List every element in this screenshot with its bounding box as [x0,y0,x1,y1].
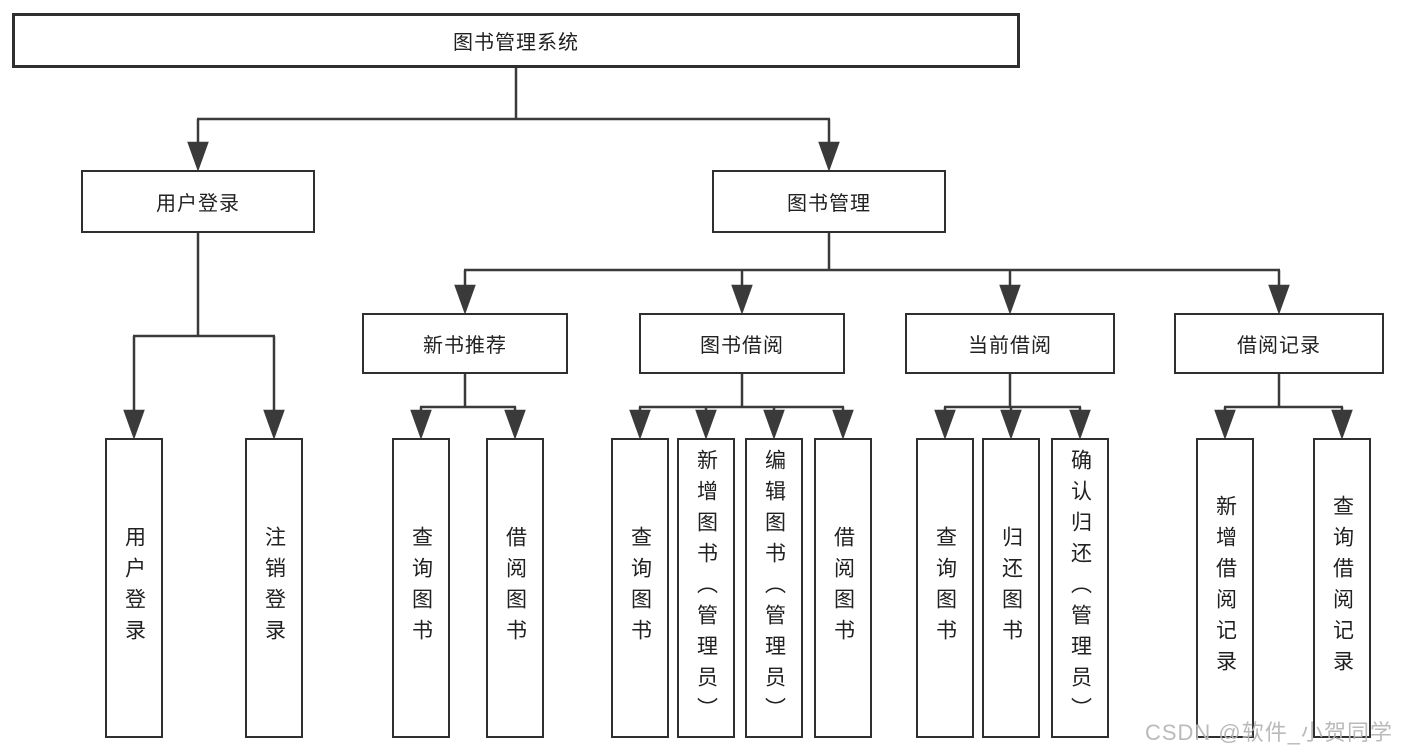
csdn-watermark: CSDN @软件_小贺同学 [1144,720,1393,745]
arrowhead-icon [454,284,476,315]
node-user-login: 用户登录 [81,170,315,233]
node-label: 借阅记录 [1237,335,1321,357]
arrowhead-icon [832,409,854,440]
arrowhead-icon [187,141,209,172]
arrowhead-icon [1331,409,1353,440]
node-label: 用户登录 [156,193,240,215]
node-label: 当前借阅 [968,335,1052,357]
node-new-book-recommend: 新书推荐 [362,313,568,374]
leaf-add-borrow-record: 新增借阅记录 [1196,438,1254,738]
leaf-borrow-books-borrowing: 借阅图书 [814,438,872,738]
node-current-borrowing: 当前借阅 [905,313,1115,374]
leaf-edit-book-admin: 编辑图书（管理员） [745,438,803,738]
arrowhead-icon [695,409,717,440]
leaf-borrow-books-recommend: 借阅图书 [486,438,544,738]
arrowhead-icon [731,284,753,315]
arrowhead-icon [1000,409,1022,440]
arrowhead-icon [504,409,526,440]
leaf-label: 查询图书 [409,526,433,650]
leaf-query-books-borrowing: 查询图书 [611,438,669,738]
leaf-label: 查询图书 [933,526,957,650]
arrowhead-icon [410,409,432,440]
leaf-label: 借阅图书 [831,526,855,650]
node-label: 新书推荐 [423,335,507,357]
leaf-add-book-admin: 新增图书（管理员） [677,438,735,738]
leaf-label: 归还图书 [999,526,1023,650]
arrowhead-icon [1268,284,1290,315]
arrowhead-icon [763,409,785,440]
arrowhead-icon [629,409,651,440]
leaf-user-login: 用户登录 [105,438,163,738]
arrowhead-icon [818,141,840,172]
arrowhead-icon [1214,409,1236,440]
node-borrow-records: 借阅记录 [1174,313,1384,374]
node-label: 图书借阅 [700,335,784,357]
node-label: 图书管理系统 [453,32,579,54]
node-label: 图书管理 [787,193,871,215]
node-book-management: 图书管理 [712,170,946,233]
node-book-borrowing: 图书借阅 [639,313,845,374]
leaf-label: 新增图书（管理员） [694,448,718,728]
node-root-library-system: 图书管理系统 [12,13,1020,68]
leaf-label: 查询借阅记录 [1330,495,1354,681]
arrowhead-icon [1069,409,1091,440]
leaf-return-books: 归还图书 [982,438,1040,738]
leaf-confirm-return-admin: 确认归还（管理员） [1051,438,1109,738]
leaf-label: 借阅图书 [503,526,527,650]
arrowhead-icon [934,409,956,440]
arrowhead-icon [263,409,285,440]
leaf-query-books-recommend: 查询图书 [392,438,450,738]
arrowhead-icon [123,409,145,440]
leaf-label: 编辑图书（管理员） [762,448,786,728]
arrowhead-icon [999,284,1021,315]
leaf-label: 注销登录 [262,526,286,650]
leaf-query-borrow-record: 查询借阅记录 [1313,438,1371,738]
leaf-label: 确认归还（管理员） [1068,448,1092,728]
leaf-label: 查询图书 [628,526,652,650]
leaf-label: 用户登录 [122,526,146,650]
leaf-query-books-current: 查询图书 [916,438,974,738]
leaf-logout: 注销登录 [245,438,303,738]
leaf-label: 新增借阅记录 [1213,495,1237,681]
